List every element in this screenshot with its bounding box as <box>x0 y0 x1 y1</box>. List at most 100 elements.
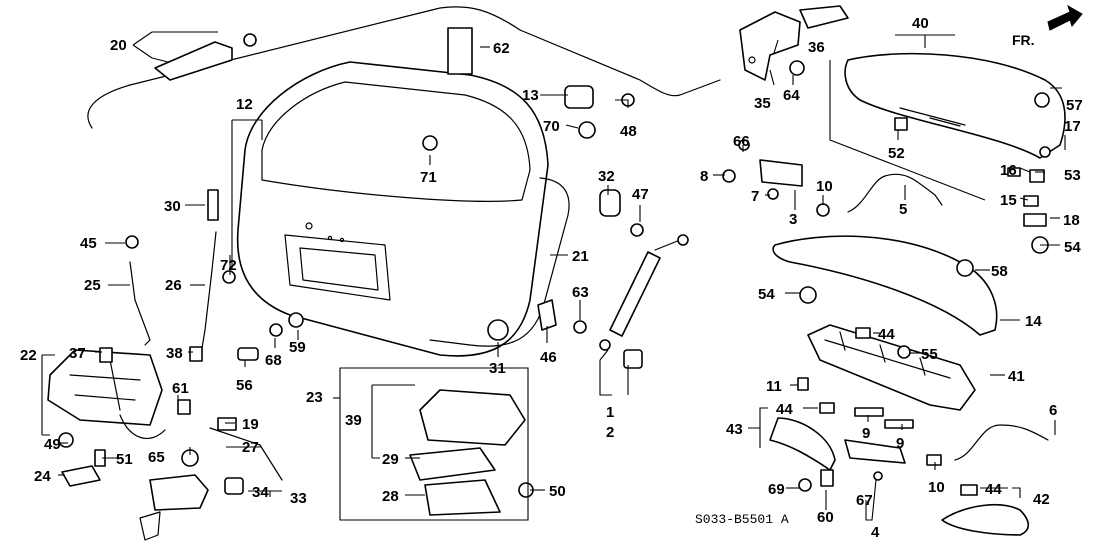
callout-63: 63 <box>572 284 589 301</box>
callout-64: 64 <box>783 87 800 104</box>
callout-11: 11 <box>766 378 782 395</box>
license-light <box>844 439 906 464</box>
callout-43: 43 <box>726 421 743 438</box>
handle-assembly <box>409 389 526 516</box>
callout-25: 25 <box>84 277 101 294</box>
callout-49: 49 <box>44 436 61 453</box>
callout-58: 58 <box>991 263 1008 280</box>
callout-37: 37 <box>69 345 86 362</box>
callout-24: 24 <box>34 468 51 485</box>
callout-40: 40 <box>912 15 929 32</box>
callout-60: 60 <box>817 509 834 526</box>
cover-43 <box>769 417 836 471</box>
figure-code: S033-B5501 A <box>695 512 789 527</box>
callout-20: 20 <box>110 37 127 54</box>
callout-19: 19 <box>242 416 259 433</box>
callout-39: 39 <box>345 412 362 429</box>
callout-8: 8 <box>700 168 708 185</box>
latch-assembly <box>47 349 166 439</box>
callout-12: 12 <box>236 96 253 113</box>
cover-42 <box>941 504 1030 536</box>
callout-3: 3 <box>789 211 797 228</box>
callout-4: 4 <box>871 524 880 541</box>
callout-69: 69 <box>768 481 785 498</box>
callout-68: 68 <box>265 352 282 369</box>
gas-strut <box>599 234 689 351</box>
spoiler-lower <box>772 235 998 336</box>
callout-62: 62 <box>493 40 510 57</box>
callout-54a: 54 <box>1064 239 1081 256</box>
fasteners <box>58 27 1051 498</box>
callout-72: 72 <box>220 257 237 274</box>
spoiler-bracket <box>807 324 976 411</box>
tailgate-hinge <box>739 5 849 81</box>
front-direction-arrow: FR. <box>1012 4 1083 48</box>
callout-61: 61 <box>172 380 189 397</box>
direction-label: FR. <box>1012 32 1035 48</box>
callout-7: 7 <box>751 188 759 205</box>
callout-54b: 54 <box>758 286 775 303</box>
callout-21: 21 <box>572 248 589 265</box>
callout-44b: 44 <box>776 401 793 418</box>
callout-6: 6 <box>1049 402 1057 419</box>
callout-29: 29 <box>382 451 399 468</box>
callout-9b: 9 <box>896 435 904 452</box>
rod-27 <box>209 427 283 481</box>
callout-44c: 44 <box>985 481 1002 498</box>
callout-45: 45 <box>80 235 97 252</box>
callout-16: 16 <box>1000 162 1017 179</box>
callout-23: 23 <box>306 389 323 406</box>
callout-18: 18 <box>1063 212 1080 229</box>
pad-9a <box>854 407 884 417</box>
callout-47: 47 <box>632 186 649 203</box>
callout-50: 50 <box>549 483 566 500</box>
callout-57: 57 <box>1066 97 1083 114</box>
pad-9b <box>884 419 914 429</box>
callout-22: 22 <box>20 347 37 364</box>
callout-41: 41 <box>1008 368 1025 385</box>
callout-70: 70 <box>543 118 560 135</box>
spoiler-upper <box>844 52 1066 159</box>
callout-9a: 9 <box>862 425 870 442</box>
leader-lines <box>41 31 1066 521</box>
rod-25 <box>129 261 151 346</box>
callout-14: 14 <box>1025 313 1042 330</box>
callout-31: 31 <box>489 360 506 377</box>
callout-55: 55 <box>921 346 938 363</box>
callout-2: 2 <box>606 424 614 441</box>
callout-34: 34 <box>252 484 269 501</box>
callout-59: 59 <box>289 339 306 356</box>
callout-35: 35 <box>754 95 771 112</box>
callout-53: 53 <box>1064 167 1081 184</box>
callout-27: 27 <box>242 439 259 456</box>
lock-cylinder <box>139 449 244 541</box>
callout-52: 52 <box>888 145 905 162</box>
harness-5 <box>847 173 943 213</box>
callout-26: 26 <box>165 277 182 294</box>
callout-38: 38 <box>166 345 183 362</box>
callout-28: 28 <box>382 488 399 505</box>
callout-10a: 10 <box>816 178 833 195</box>
callout-33: 33 <box>290 490 307 507</box>
callout-67: 67 <box>856 492 873 509</box>
stop-light <box>759 159 803 187</box>
callout-51: 51 <box>116 451 133 468</box>
callout-71: 71 <box>420 169 437 186</box>
callout-10b: 10 <box>928 479 945 496</box>
callout-65: 65 <box>148 449 165 466</box>
callout-42: 42 <box>1033 491 1050 508</box>
callout-1: 1 <box>606 404 614 421</box>
callout-32: 32 <box>598 168 615 185</box>
rod-26 <box>199 231 217 361</box>
callout-46: 46 <box>540 349 557 366</box>
harness-6 <box>954 424 1049 461</box>
callout-44a: 44 <box>878 326 895 343</box>
callout-17: 17 <box>1064 118 1081 135</box>
callout-labels: 1 2 3 4 5 6 7 8 9 9 10 10 11 12 13 14 15… <box>20 15 1083 541</box>
callout-36: 36 <box>808 39 825 56</box>
callout-5: 5 <box>899 201 907 218</box>
harness-cable <box>87 6 721 129</box>
callout-30: 30 <box>164 198 181 215</box>
callout-66: 66 <box>733 133 750 150</box>
